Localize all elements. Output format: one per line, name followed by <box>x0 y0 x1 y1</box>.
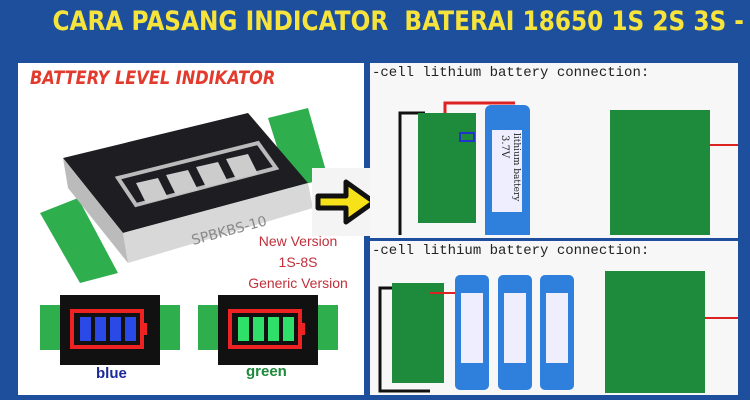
version-line: New Version <box>258 233 338 249</box>
blue-indicator-image <box>40 295 180 365</box>
multi-cell-wiring-diagram <box>378 271 738 393</box>
multi-cell-connection-panel: -cell lithium battery connection: <box>370 241 738 395</box>
version-line: Generic Version <box>248 275 348 291</box>
battery-indicator-module-image: SPBKBS-10 <box>40 108 328 283</box>
indicator-panel: BATTERY LEVEL INDIKATOR SPBKBS-10 New Ve… <box>18 63 364 395</box>
version-line: 1S-8S <box>278 254 318 270</box>
single-cell-wiring-diagram: 3.7V lithium battery <box>398 101 738 235</box>
page-title: CARA PASANG INDICATOR BATERAI 18650 1S 2… <box>52 6 750 37</box>
green-indicator-image <box>198 295 338 365</box>
connection-label: -cell lithium battery connection: <box>372 65 650 81</box>
yellow-arrow-right-icon <box>315 179 377 225</box>
battery-type: lithium battery <box>511 133 521 202</box>
green-caption: green <box>246 363 287 380</box>
blue-caption: blue <box>96 365 127 382</box>
battery-voltage: 3.7V <box>499 135 510 159</box>
panel-title: BATTERY LEVEL INDIKATOR <box>30 67 276 89</box>
connection-label: -cell lithium battery connection: <box>372 243 650 259</box>
single-cell-connection-panel: -cell lithium battery connection: 3.7V l… <box>370 63 738 238</box>
version-text: New Version 1S-8S Generic Version <box>228 231 368 294</box>
